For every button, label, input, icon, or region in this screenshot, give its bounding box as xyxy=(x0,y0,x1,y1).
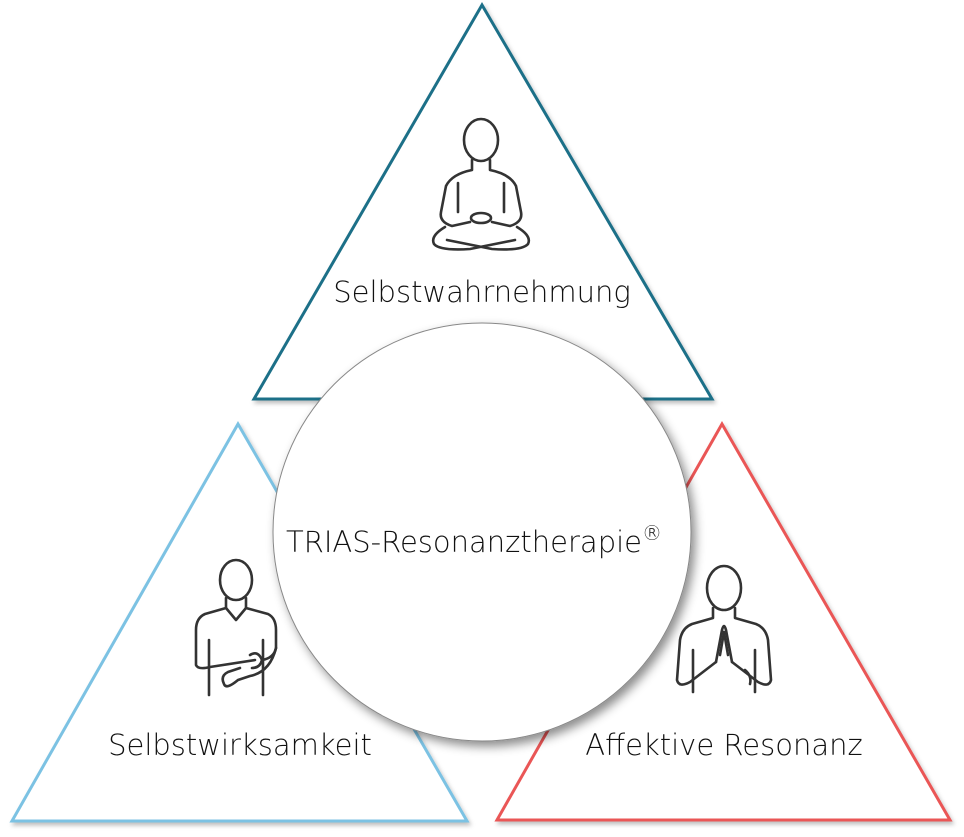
center-circle xyxy=(272,322,692,742)
label-selbstwahrnehmung: Selbstwahrnehmung xyxy=(333,275,631,309)
praying-hands-person-icon xyxy=(675,564,773,694)
registered-mark: ® xyxy=(642,521,662,545)
label-selbstwirksamkeit: Selbstwirksamkeit xyxy=(108,728,372,762)
label-affektive-resonanz: Affektive Resonanz xyxy=(585,728,862,762)
center-title: TRIAS-Resonanztherapie® xyxy=(286,521,662,559)
meditating-person-icon xyxy=(431,117,531,251)
self-touch-person-icon xyxy=(194,558,278,697)
center-title-text: TRIAS-Resonanztherapie xyxy=(286,525,642,559)
